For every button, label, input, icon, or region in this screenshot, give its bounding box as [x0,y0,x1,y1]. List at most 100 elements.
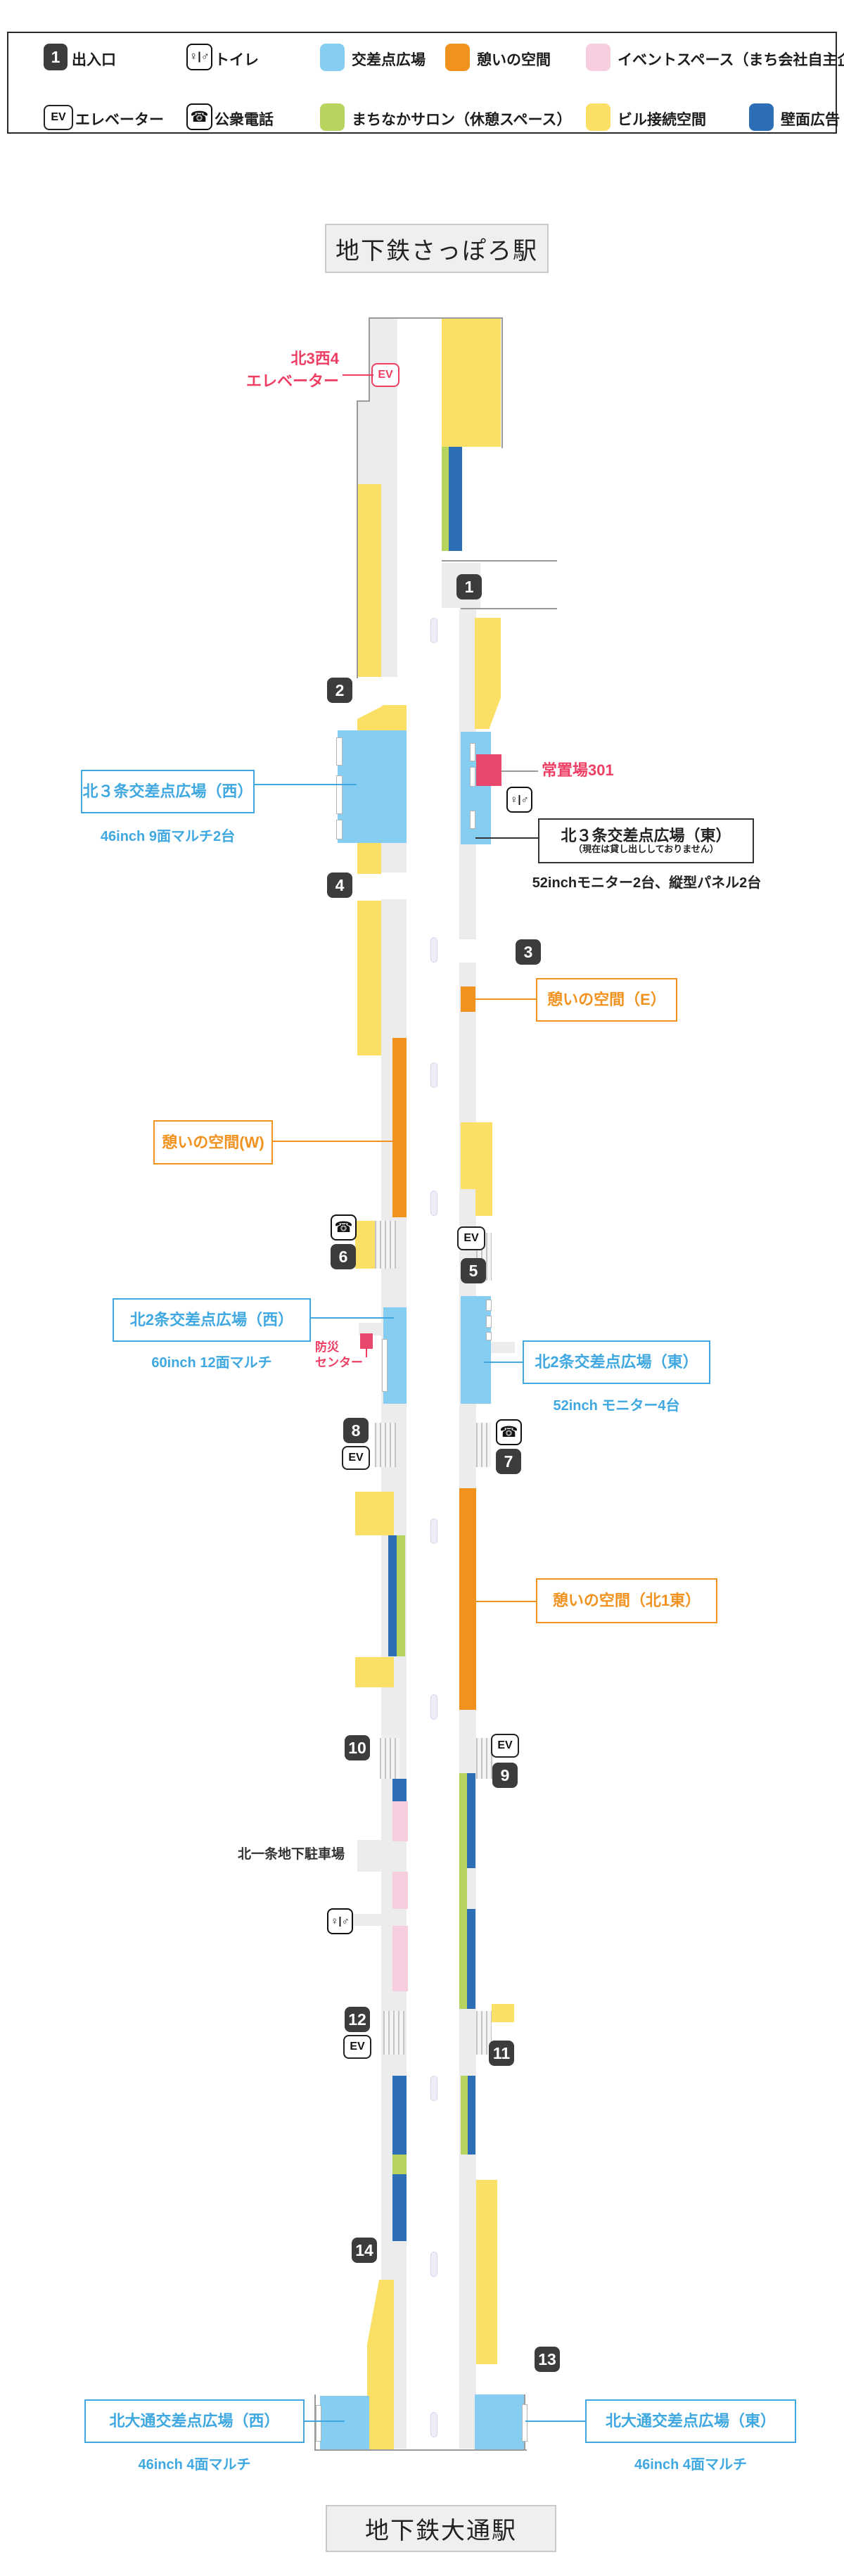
zone-block-yellow [357,901,381,1055]
corridor-divider [430,618,437,643]
annotation-sub-odori_e: 46inch 4面マルチ [634,2457,748,2473]
exit-badge-11: 11 [489,2041,514,2066]
zone-block-red [360,1333,373,1349]
monitor-strip [486,1316,492,1328]
stairs-hatch [375,1221,396,1269]
zone-block-red [476,754,501,786]
extra-leader-2 [366,1348,367,1357]
zone-block-yellow [442,319,501,447]
exit-badge-3: 3 [516,939,541,965]
zone-block-yellow [355,1492,394,1535]
monitor-strip [486,1332,492,1340]
elevator-icon: EV [44,105,73,130]
wall-line [314,2394,316,2451]
wall-line [369,317,502,319]
zone-block-green [397,1535,405,1656]
exit-badge-2: 2 [327,678,352,703]
toilet-icon: ♀|♂ [186,44,212,70]
corridor-divider [430,1694,437,1720]
zone-block-dkblue [467,1909,475,2009]
stairs-hatch [476,1738,494,1779]
corridor-divider [430,937,437,963]
annotation-n3e: 北３条交差点広場（東）（現在は貸し出ししておりません） [538,818,754,863]
monitor-strip [336,737,343,766]
corridor-divider [430,2076,437,2101]
zone-block-blue [475,2394,525,2450]
bousai-center-label: 防災 センター [315,1340,363,1369]
zone-block-pink [392,1872,408,1909]
corridor-divider [430,1518,437,1544]
zone-block-blue [461,732,491,844]
zone-block-orange [461,986,475,1012]
stairs-hatch [476,2011,492,2055]
annotation-sub-n3e: 52inchモニター2台、縦型パネル2台 [532,875,762,891]
yellow-swatch [586,103,610,131]
zone-block-dkblue [392,2174,407,2241]
exit-badge-10: 10 [345,1735,370,1760]
annotation-leader-ikoi_n1e [476,1601,536,1602]
phone-badge: ☎ [331,1214,357,1241]
annotation-leader-ikoi_e [475,998,536,1000]
public-phone-icon: ☎ [186,103,212,130]
legend-item-0-4-label: イベントスペース（まち会社自主企画） [618,52,844,68]
zone-block-dkblue [392,2076,407,2155]
pink-swatch [586,44,610,71]
annotation-sub-n2e: 52inch モニター4台 [553,1398,680,1414]
parking-label: 北一条地下駐車場 [238,1847,345,1862]
legend-item-0-0-label: 出入口 [72,52,116,68]
stairs-hatch [380,1738,399,1779]
zone-block-yellow [357,484,381,677]
zone-block-yellow [357,843,381,874]
zone-block-dkblue [388,1535,397,1656]
toilet-badge: ♀|♂ [506,787,532,813]
elevator-badge: EV [491,1734,519,1758]
zone-block-gray [353,1914,392,1926]
zone-block-white [357,873,407,899]
zone-block-yellow [357,705,407,730]
monitor-strip [486,1300,492,1311]
zone-block-yellow [461,1122,492,1189]
annotation-leader-odori_e [525,2420,585,2422]
annotation-leader-odori_w [305,2420,345,2422]
zone-block-yellow [475,1189,492,1216]
annotation-leader-n2w [311,1317,394,1319]
corridor-divider [430,1062,437,1088]
annotation-n2w: 北2条交差点広場（西） [113,1298,311,1342]
zone-block-gray [491,1342,515,1353]
annotation-sub-odori_w: 46inch 4面マルチ [138,2457,251,2473]
toilet-badge: ♀|♂ [327,1908,353,1934]
exit-badge-7: 7 [496,1449,521,1474]
zone-block-dkblue [449,447,462,551]
monitor-strip [336,775,343,814]
monitor-strip [316,2405,321,2442]
extra-leader-0 [343,374,373,376]
corridor-divider [430,1191,437,1216]
corridor-divider [430,2412,437,2437]
wall-line [357,400,370,402]
legend-item-1-2-label: まちなかサロン（休憩スペース） [352,112,572,128]
zone-block-orange [392,1038,407,1217]
legend-item-0-2-label: 交差点広場 [352,52,426,68]
annotation-leader-ikoi_w [273,1141,392,1142]
legend-item-1-4-label: 壁面広告 [781,112,840,128]
zone-block-blue [338,730,407,843]
legend-item-1-0-label: エレベーター [75,112,164,128]
annotation-sub-n2w: 60inch 12面マルチ [151,1355,272,1371]
exit-badge-8: 8 [343,1418,369,1443]
stairs-hatch [383,2011,404,2055]
exit-badge-1: 1 [456,574,482,599]
legend-item-1-1-label: 公衆電話 [215,112,274,128]
zone-block-orange [459,1488,476,1710]
zone-block-yellow [492,2004,514,2022]
annotation-odori_w: 北大通交差点広場（西） [84,2399,305,2443]
station-title-sapporo: 地下鉄さっぽろ駅 [325,224,549,273]
jouchiba-label: 常置場301 [542,761,614,779]
exit-badge-5: 5 [461,1258,486,1283]
monitor-strip [470,743,475,761]
zone-block-gray [357,1840,392,1872]
zone-block-pink [392,1801,408,1841]
zone-block-green [461,2076,468,2155]
wall-line [357,400,358,678]
monitor-strip [522,2404,528,2442]
zone-block-green [392,2155,407,2174]
